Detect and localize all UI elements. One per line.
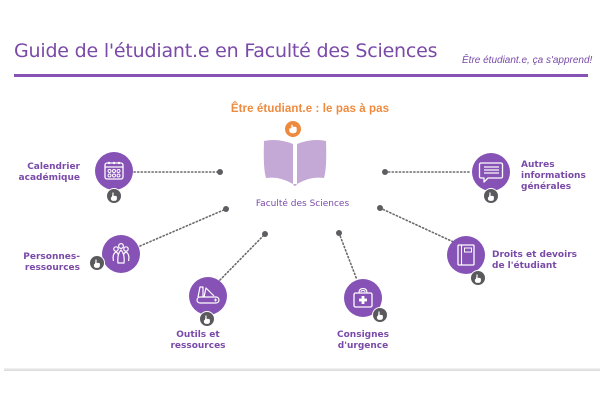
label-line: générales (521, 182, 572, 192)
node-label-outils[interactable]: Outils et ressources (153, 330, 243, 352)
node-droits-button[interactable] (447, 236, 485, 274)
header-divider (14, 74, 588, 77)
node-label-autres[interactable]: Autres informations générales (521, 160, 601, 193)
label-line: Droits et devoirs (492, 250, 577, 260)
node-autres-hand-badge[interactable] (483, 188, 499, 204)
hand-pointer-icon (93, 259, 100, 268)
node-personnes-hand-badge[interactable] (89, 255, 105, 271)
node-consignes-hand-badge[interactable] (372, 307, 388, 323)
hand-pointer-icon (203, 315, 210, 324)
center-heading: Être étudiant.e : le pas à pas (230, 103, 390, 115)
label-line: Consignes (337, 330, 389, 340)
node-outils-button[interactable] (189, 277, 227, 315)
node-calendrier-hand-badge[interactable] (106, 188, 122, 204)
connector-dot (262, 231, 268, 237)
swiss-knife-icon (196, 286, 220, 304)
label-line: ressources (24, 263, 80, 273)
label-line: académique (18, 173, 80, 183)
connector-personnes (139, 208, 227, 247)
node-outils-hand-badge[interactable] (199, 311, 215, 327)
node-autres-button[interactable] (472, 153, 510, 191)
page-subtitle: Être étudiant.e, ça s'apprend! (462, 55, 593, 66)
node-label-consignes[interactable]: Consignes d'urgence (318, 330, 408, 352)
label-line: de l'étudiant (492, 261, 557, 271)
connector-dot (217, 169, 223, 175)
first-aid-kit-icon (353, 287, 373, 308)
calendar-icon (104, 161, 124, 180)
connector-droits (379, 207, 461, 246)
connector-consignes (338, 232, 358, 281)
bottom-divider (4, 368, 600, 371)
node-personnes-button[interactable] (102, 235, 140, 273)
connector-dot (223, 206, 229, 212)
connector-outils (219, 233, 266, 281)
center-label: Faculté des Sciences (255, 199, 350, 209)
node-label-calendrier[interactable]: Calendrier académique (14, 162, 80, 184)
label-line: informations (521, 171, 586, 181)
people-icon (112, 243, 130, 264)
hand-pointer-icon (110, 192, 117, 201)
center-hand-button[interactable] (285, 121, 301, 137)
connector-dot (377, 205, 383, 211)
label-line: Calendrier (27, 162, 80, 172)
notebook-icon (457, 244, 475, 266)
connector-dot (382, 169, 388, 175)
label-line: Autres (521, 160, 555, 170)
node-calendrier-button[interactable] (95, 152, 133, 190)
node-droits-hand-badge[interactable] (470, 270, 486, 286)
label-line: d'urgence (337, 341, 389, 351)
open-book-icon (263, 140, 327, 186)
node-label-personnes[interactable]: Personnes- ressources (14, 252, 80, 274)
speech-bubble-icon (478, 162, 504, 183)
hand-pointer-icon (474, 274, 481, 283)
label-line: Outils et (176, 330, 220, 340)
node-label-droits[interactable]: Droits et devoirs de l'étudiant (492, 250, 602, 272)
hand-pointer-icon (289, 124, 297, 134)
label-line: ressources (170, 341, 226, 351)
connector-dot (336, 230, 342, 236)
hand-pointer-icon (487, 192, 494, 201)
label-line: Personnes- (23, 252, 80, 262)
page-title: Guide de l'étudiant.e en Faculté des Sci… (14, 40, 438, 62)
hand-pointer-icon (376, 311, 383, 320)
